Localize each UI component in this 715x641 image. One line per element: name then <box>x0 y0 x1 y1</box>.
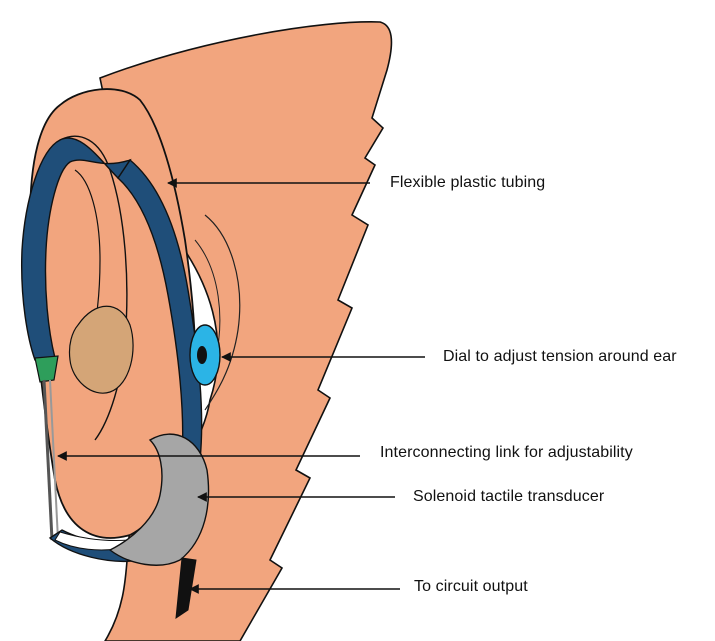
label-dial: Dial to adjust tension around ear <box>443 348 677 366</box>
label-transducer: Solenoid tactile transducer <box>413 488 604 506</box>
tension-dial-center <box>197 346 207 364</box>
label-output: To circuit output <box>414 578 528 596</box>
tubing-tip <box>35 356 58 382</box>
label-tubing: Flexible plastic tubing <box>390 174 545 192</box>
label-link: Interconnecting link for adjustability <box>380 444 633 462</box>
